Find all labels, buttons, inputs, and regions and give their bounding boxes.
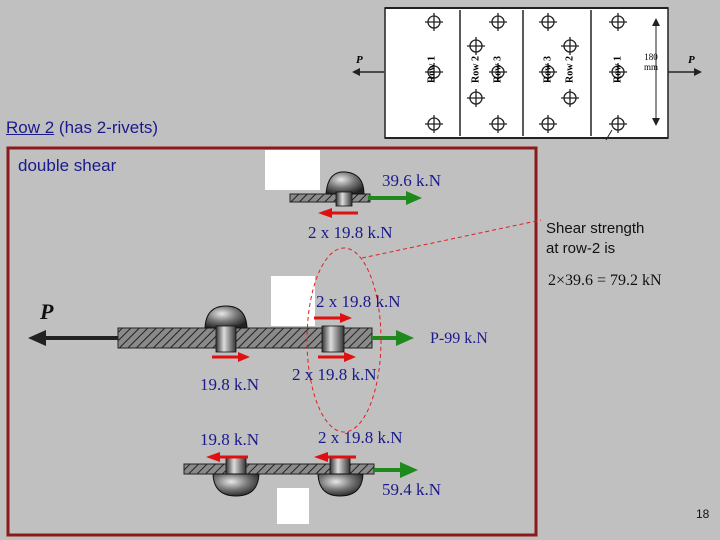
label-left-single-1: 19.8 k.N [200, 375, 260, 394]
callout-leader [361, 219, 542, 259]
callout-text: Shear strength at row-2 is [546, 219, 644, 259]
callout-line-1: Shear strength [546, 220, 645, 237]
row-label: Row 3 [542, 56, 554, 83]
slide-heading: Row 2 (has 2-rivets) [6, 118, 158, 138]
label-right-double-1: 2 x 19.8 k.N [292, 365, 377, 384]
top-left-load-label: P [356, 54, 363, 66]
label-bottom-force: 59.4 k.N [382, 480, 442, 499]
label-mid-double: 2 x 19.8 k.N [316, 292, 401, 311]
row-label: Row 1 [426, 56, 438, 83]
callout-line-2: at row-2 is [546, 240, 616, 257]
row-label: Row 3 [492, 56, 504, 83]
plate-outline [384, 7, 669, 139]
dimension-value: 180 [644, 52, 658, 62]
white-block [277, 488, 309, 524]
fbd-bottom [183, 452, 418, 497]
fbd-top [289, 171, 422, 218]
fbd-main [28, 305, 414, 362]
top-plate-figure [352, 7, 702, 141]
rivet-symbols [425, 13, 627, 133]
heading-row-label: Row 2 [6, 118, 55, 137]
label-p-force: P-99 k.N [430, 330, 488, 347]
dimension-label: 180 mm [641, 52, 661, 72]
slide-frame [6, 146, 538, 537]
row-label: Row 1 [612, 56, 624, 83]
row-2-highlight-ellipse [306, 247, 382, 433]
label-right-double-2: 2 x 19.8 k.N [318, 428, 403, 447]
top-right-load-label: P [688, 54, 695, 66]
white-block [265, 150, 320, 190]
page-number: 18 [696, 507, 710, 521]
label-top-force: 39.6 k.N [382, 171, 442, 190]
label-top-double: 2 x 19.8 k.N [308, 223, 393, 242]
callout-equation: 2×39.6 = 79.2 kN [548, 272, 662, 289]
heading-suffix: (has 2-rivets) [54, 118, 159, 137]
row-label: Row 2 [470, 56, 482, 83]
slide-subheading: double shear [18, 156, 117, 175]
label-left-single-2: 19.8 k.N [200, 430, 260, 449]
label-p-symbol: P [40, 299, 54, 324]
row-label: Row 2 [564, 56, 576, 83]
dimension-unit: mm [643, 62, 658, 72]
